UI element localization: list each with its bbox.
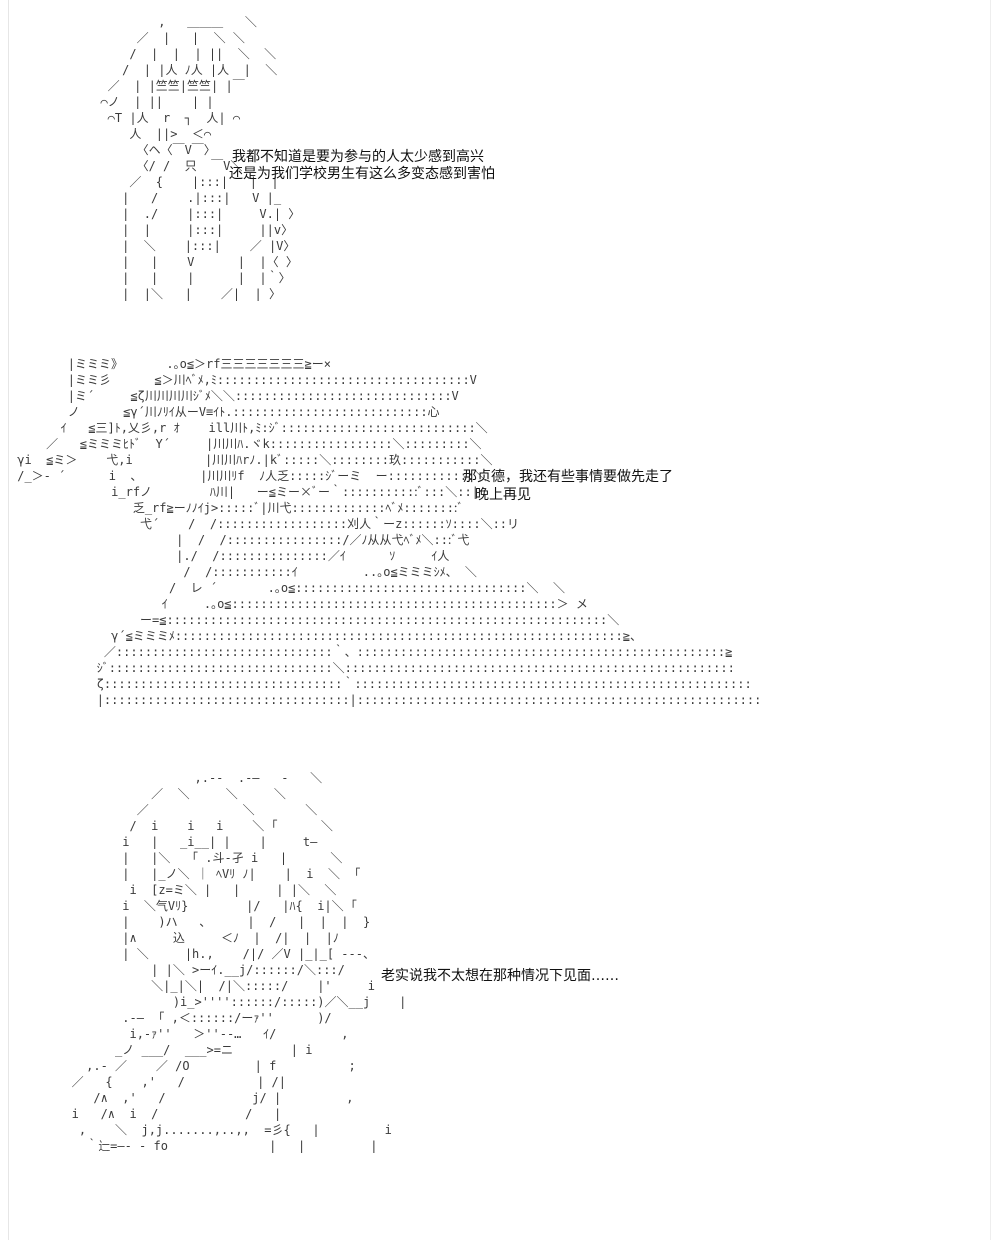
ascii-art-character-3: ,.-- .-― ‐ ＼ ／ ＼ ＼ ＼ ／ ＼ ＼ / i i i ＼ ｢ ＼… (71, 771, 407, 1153)
dialogue-line: 那贞德，我还有些事情要做先走了 (463, 469, 673, 485)
dialogue-line: 我都不知道是要为参与的人太少感到高兴 (232, 149, 484, 165)
ascii-art-character-1: , ＿＿＿ ＼ ／ | | ＼ ＼ / | | | || ＼ ＼ / | |人 … (100, 15, 301, 301)
page-left-rule (8, 0, 9, 1240)
ascii-art-character-2: |ミミミ》 .｡o≦＞rf三三三三三三三≧ー× |ミミ彡 ≦＞川ﾍﾞﾒ,ﾐ:::… (17, 357, 762, 707)
dialogue-line: 晚上再见 (475, 487, 531, 503)
page-right-rule (990, 0, 991, 1240)
dialogue-line: 老实说我不太想在那种情况下见面…… (381, 968, 619, 984)
dialogue-line: 还是为我们学校男生有这么多变态感到害怕 (229, 166, 495, 182)
